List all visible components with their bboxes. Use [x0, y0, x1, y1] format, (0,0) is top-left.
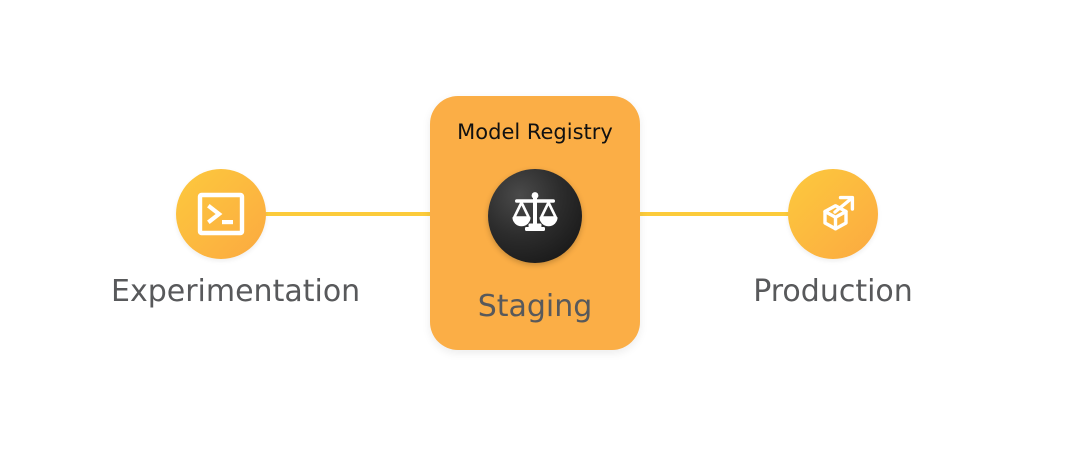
model-registry-node-circle[interactable]: [488, 169, 582, 263]
card-title-model-registry: Model Registry: [457, 120, 613, 144]
terminal-icon: [195, 188, 247, 240]
stage-production[interactable]: Production: [723, 169, 943, 314]
stage-experimentation[interactable]: Experimentation: [111, 169, 361, 314]
stage-label-staging: Staging: [477, 289, 593, 324]
stage-label-experimentation: Experimentation: [111, 274, 361, 309]
connector-staging-to-production: [624, 212, 816, 216]
connector-experimentation-to-staging: [258, 212, 448, 216]
stage-staging-card[interactable]: Model Registry: [430, 96, 640, 350]
cube-deploy-icon: [807, 188, 859, 240]
balance-scale-icon: [507, 186, 563, 246]
production-node-circle[interactable]: [788, 169, 878, 259]
stage-label-production: Production: [753, 274, 913, 309]
experimentation-node-circle[interactable]: [176, 169, 266, 259]
